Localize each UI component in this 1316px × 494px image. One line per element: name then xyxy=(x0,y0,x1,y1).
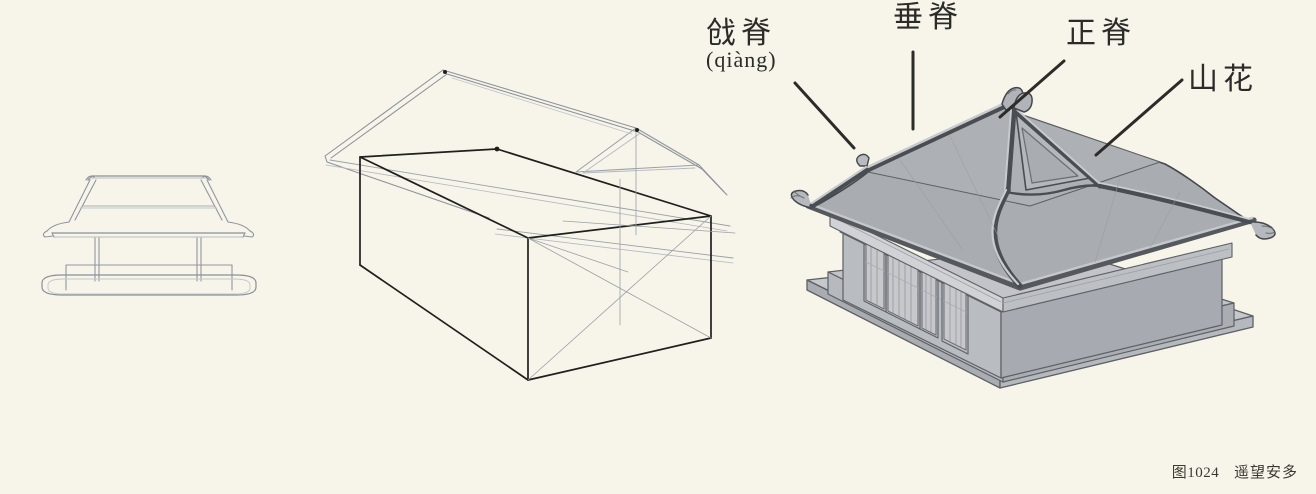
label-zhengji: 正脊 xyxy=(1066,17,1136,50)
gable-face xyxy=(1004,92,1103,196)
eave-upturned-corners xyxy=(790,189,1276,240)
label-chuiji-han: 垂脊 xyxy=(893,1,963,34)
label-chuiji: 垂脊 xyxy=(893,1,963,34)
lattice-windows xyxy=(863,237,969,355)
label-zhengji-han: 正脊 xyxy=(1066,17,1136,50)
descending-ridge xyxy=(809,165,869,209)
leader-qiangji xyxy=(793,81,856,150)
front-elevation-drawing xyxy=(41,175,257,296)
label-qiangji: 戗脊 (qiàng) xyxy=(706,17,777,73)
isometric-wireframe-drawing xyxy=(324,69,736,381)
leader-lines xyxy=(793,50,1184,157)
label-qiangji-pinyin: (qiàng) xyxy=(706,47,777,73)
figure-caption: 图1024 遥望安多 xyxy=(1172,461,1298,482)
rendered-building-drawing xyxy=(790,86,1276,389)
leader-zhengji xyxy=(998,59,1066,119)
figure-number: 图1024 xyxy=(1171,465,1220,481)
label-shanhua: 山花 xyxy=(1188,63,1258,96)
roof-tile-lines xyxy=(899,135,1181,263)
label-qiangji-han: 戗脊 xyxy=(706,17,776,50)
label-shanhua-han: 山花 xyxy=(1188,63,1258,96)
eave-bracket-band xyxy=(829,211,1233,313)
leader-shanhua xyxy=(1094,78,1184,157)
corner-hip-ridges xyxy=(991,182,1253,289)
figure-source: 遥望安多 xyxy=(1233,465,1298,481)
